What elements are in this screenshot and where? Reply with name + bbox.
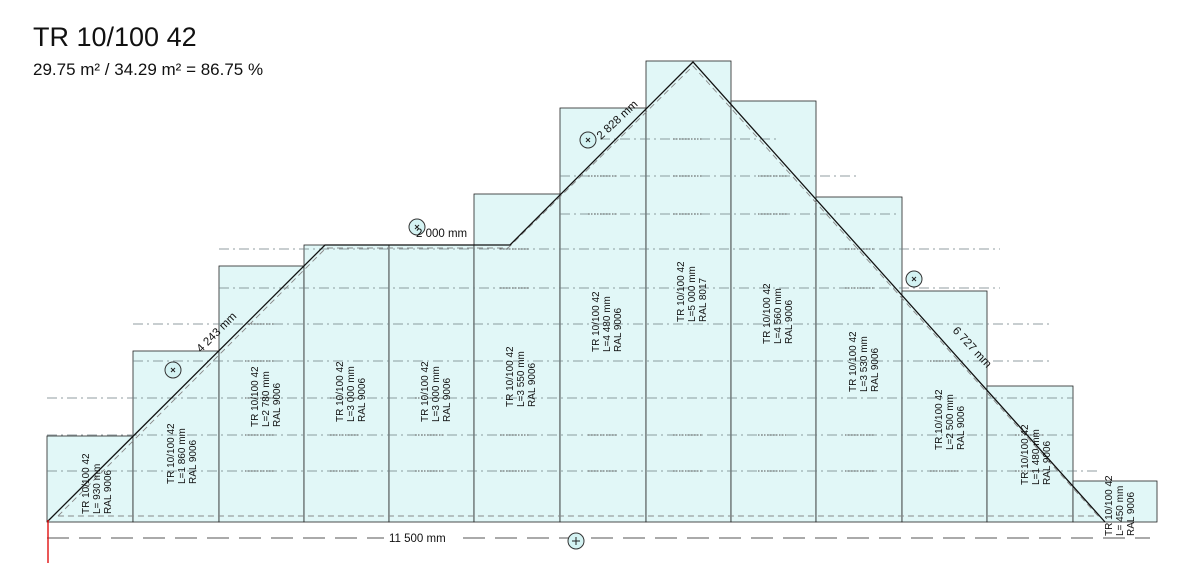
panel-7-label: TR 10/100 42L=4 480 mmRAL 9006 xyxy=(591,291,624,352)
sheet-panels xyxy=(46,60,1158,523)
base-dimension: 11 500 mm xyxy=(389,533,446,545)
panel-4[interactable] xyxy=(303,244,390,523)
panel-11[interactable] xyxy=(901,290,988,523)
panel-3-label: TR 10/100 42L=2 780 mmRAL 9006 xyxy=(250,366,283,427)
flat-top-dimension: 2 000 mm xyxy=(416,228,467,240)
panel-9[interactable] xyxy=(730,100,817,523)
panel-labels: TR 10/100 42L= 930 mmRAL 9006 TR 10/100 … xyxy=(81,261,1137,536)
panel-4-label: TR 10/100 42L=3 000 mmRAL 9006 xyxy=(335,361,368,422)
panel-8[interactable] xyxy=(645,60,732,523)
panel-1-label: TR 10/100 42L= 930 mmRAL 9006 xyxy=(81,453,114,514)
screw-marks xyxy=(245,138,1045,472)
panel-6-label: TR 10/100 42L=3 550 mmRAL 9006 xyxy=(505,346,538,407)
marker-base[interactable] xyxy=(567,532,585,550)
marker-left[interactable] xyxy=(164,361,182,379)
panel-11-label: TR 10/100 42L=2 500 mmRAL 9006 xyxy=(934,389,967,450)
panel-13-label: TR 10/100 42L= 450 mmRAL 9006 xyxy=(1104,475,1137,536)
panel-10-label: TR 10/100 42L=3 530 mmRAL 9006 xyxy=(848,331,881,392)
roof-outline xyxy=(46,61,1106,523)
panel-5[interactable] xyxy=(388,244,475,523)
inner-offset-line xyxy=(57,65,1100,517)
marker-upper[interactable] xyxy=(579,131,597,149)
drawing-title: TR 10/100 42 xyxy=(33,22,197,52)
panel-9-label: TR 10/100 42L=4 560 mmRAL 9006 xyxy=(762,283,795,344)
panel-10[interactable] xyxy=(815,196,903,523)
panel-5-label: TR 10/100 42L=3 000 mmRAL 9006 xyxy=(420,361,453,422)
panel-2-label: TR 10/100 42L=1 860 mmRAL 9006 xyxy=(166,423,199,484)
marker-right[interactable] xyxy=(905,270,923,288)
panel-8-label: TR 10/100 42L=5 000 mmRAL 8017 xyxy=(676,261,709,322)
marker-flat-top[interactable] xyxy=(408,218,426,236)
coverage-summary: 29.75 m² / 34.29 m² = 86.75 % xyxy=(33,60,264,79)
panel-7[interactable] xyxy=(559,107,647,523)
base-dimension-mask xyxy=(384,529,456,545)
panel-12-label: TR 10/100 42L=1 480 mmRAL 9006 xyxy=(1020,424,1053,485)
